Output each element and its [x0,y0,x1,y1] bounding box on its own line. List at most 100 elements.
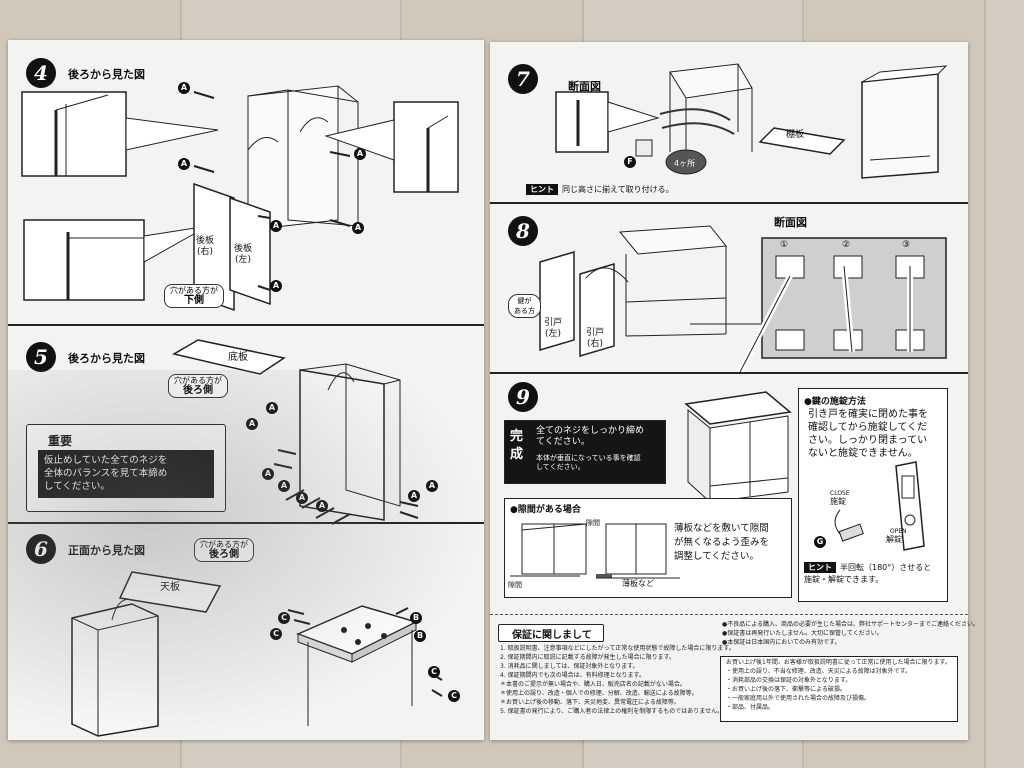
step-7-diagram [555,63,948,179]
part-b-label: B [414,630,426,642]
warranty-title-box [498,624,604,642]
right-instruction-sheet: 7 断面図 棚板 4ヶ所 F ヒント同じ高さに揃えて取り付ける。 8 断面図 [490,42,980,740]
step-5-title: 後ろから見た図 [68,352,145,365]
warranty-line: ・お買い上げ後の落下、衝撃等による破損。 [726,686,846,693]
warranty-title: 保証に関しまして [512,630,592,641]
part-c-label: C [278,612,290,624]
part-a-label: A [270,280,282,292]
part-a-label: A [270,220,282,232]
important-title: 重要 [48,434,73,448]
step-8-diagram [539,225,947,374]
part-c-label: C [270,628,282,640]
part-a-label: A [246,418,258,430]
step-9-number: 9 [508,382,538,412]
bottom-board-label: 底板 [228,352,248,363]
section-number-3: ③ [902,240,911,250]
section-divider [490,372,968,374]
gap-case-text: 薄板などを敷いて隙間 が無くなるよう歪みを 調整してください。 [674,523,770,562]
warranty-line: ＊お買い上げ後の移動、落下、天災地変、異常電圧による故障等。 [500,699,680,706]
warranty-line: ＊本書のご提示が無い場合や、購入日、販売店名の記載がない場合。 [500,681,686,688]
lock-hint: ヒント半回転（180°）させると 施錠・解錠できます。 [804,562,944,586]
part-a-label: A [426,480,438,492]
lock-mechanism-drawing [834,461,925,551]
lock-open-en-label: OPEN [890,528,907,535]
warranty-line: ＊使用上の誤り、改造・個人での修理、分解、改造、輸送による故障等。 [500,690,698,697]
section-divider [8,324,484,326]
lock-open-label: 解錠 [886,535,902,544]
gap-label: 隙間 [508,581,522,589]
warranty-line: ●保証書は再発行いたしません。大切に保管してください。 [722,630,883,637]
part-a-label: A [262,468,274,480]
sliding-door-right-label: 引戸 (右) [586,328,605,349]
step-7-hint: ヒント同じ高さに揃えて取り付ける。 [526,184,674,195]
warranty-line: ・消耗部品の交換は保証の対象外となります。 [726,677,852,684]
hole-side-tag-line1: 穴がある方が [170,286,218,295]
warranty-notes: ●不良品による購入、商品の必要が生じた場合は、弊社サポートセンターまでご連絡くだ… [722,620,980,647]
step-8-number: 8 [508,216,538,246]
back-panel-right-label: 後板 (右) [196,236,215,257]
warranty-line: お買い上げ後1年間、お客様が取扱説明書に従って正常に使用した場合に限ります。 [726,659,951,666]
part-g-label: G [814,536,826,548]
part-c-label: C [448,690,460,702]
warranty-line: 4. 保証期間内でも次の場合は、有料修理となります。 [500,672,645,679]
thin-board-label: 薄板など [622,579,654,588]
hole-side-tag-line2: 下側 [184,295,204,306]
gap-label: 隙間 [586,519,600,527]
part-c-label: C [428,666,440,678]
complete-subtext: 本体が垂直になっている事を確認 してください。 [536,454,641,471]
hole-side-tag-line2: 後ろ側 [183,385,213,396]
hole-side-tag-line1: 穴がある方が [200,540,248,549]
complete-box [504,420,666,484]
section-number-2: ② [842,240,851,250]
step-5-diagram [171,339,419,525]
four-places-label: 4ヶ所 [674,159,696,168]
warranty-detail-text: お買い上げ後1年間、お客様が取扱説明書に従って正常に使用した場合に限ります。・使… [726,658,952,712]
part-b-label: B [410,612,422,624]
shelf-board-label: 棚板 [786,130,805,140]
part-a-label: A [278,480,290,492]
sliding-door-left-label: 引戸 (左) [544,318,563,339]
part-a-label: A [178,158,190,170]
finished-cabinet-drawing [684,391,792,504]
hole-side-tag: 穴がある方が 後ろ側 [168,374,228,398]
step-4-number: 4 [26,58,56,88]
section-number-1: ① [780,240,789,250]
part-a-label: A [178,82,190,94]
step-4-title: 後ろから見た図 [68,68,145,81]
part-a-label: A [266,402,278,414]
warranty-line: 2. 保証期間内に取説に記載する故障が発生した場合に限ります。 [500,654,676,661]
step-7-number: 7 [508,64,538,94]
warranty-line: ●不良品による購入、商品の必要が生じた場合は、弊社サポートセンターまでご連絡くだ… [722,621,980,628]
step-7-title: 断面図 [568,80,601,93]
warranty-line: ・部品、付属品。 [726,704,775,711]
part-a-label: A [316,500,328,512]
step-6-diagram [71,571,443,737]
gap-case-title: ●隙間がある場合 [510,505,581,515]
complete-label: 完 成 [510,429,524,462]
lock-close-en-label: CLOSE [830,490,850,497]
part-a-label: A [354,148,366,160]
part-a-label: A [352,222,364,234]
lock-hint-text: 半回転（180°）させると 施錠・解錠できます。 [804,563,932,584]
step-5-number: 5 [26,342,56,372]
hole-side-tag: 穴がある方が 下側 [164,284,224,308]
hint-key: ヒント [804,562,836,573]
key-side-tag: 鍵が ある方 [508,294,541,318]
step-4-diagram [21,85,459,312]
part-a-label: A [408,490,420,502]
hole-side-tag: 穴がある方が 後ろ側 [194,538,254,562]
warranty-line: ・一般家庭用以外で使用された場合の故障及び損傷。 [726,695,871,702]
hole-side-tag-line2: 後ろ側 [209,549,239,560]
step-6-number: 6 [26,534,56,564]
warranty-line: ・使用上の誤り、不当な修理、改造、天災による故障は対象外です。 [726,668,911,675]
left-instruction-sheet: 4 後ろから見た図 [8,40,484,740]
step-8-title: 断面図 [774,216,807,229]
lock-close-label: 施錠 [830,497,846,506]
hint-text: 同じ高さに揃えて取り付ける。 [562,185,674,194]
part-f-label: F [624,156,636,168]
complete-text: 全てのネジをしっかり締め てください。 [536,426,645,447]
lock-method-text: 引き戸を確実に閉めた事を 確認してから施錠してくだ さい。しっかり閉まってい な… [808,409,928,459]
part-a-label: A [296,492,308,504]
warranty-conditions: 1. 取扱説明書、注意事項などにしたがって正常な使用状態で故障した場合に限ります… [500,644,735,716]
warranty-line: 5. 保証書の発行により、ご購入者の法律上の権利を制限するものではありません。 [500,708,724,715]
